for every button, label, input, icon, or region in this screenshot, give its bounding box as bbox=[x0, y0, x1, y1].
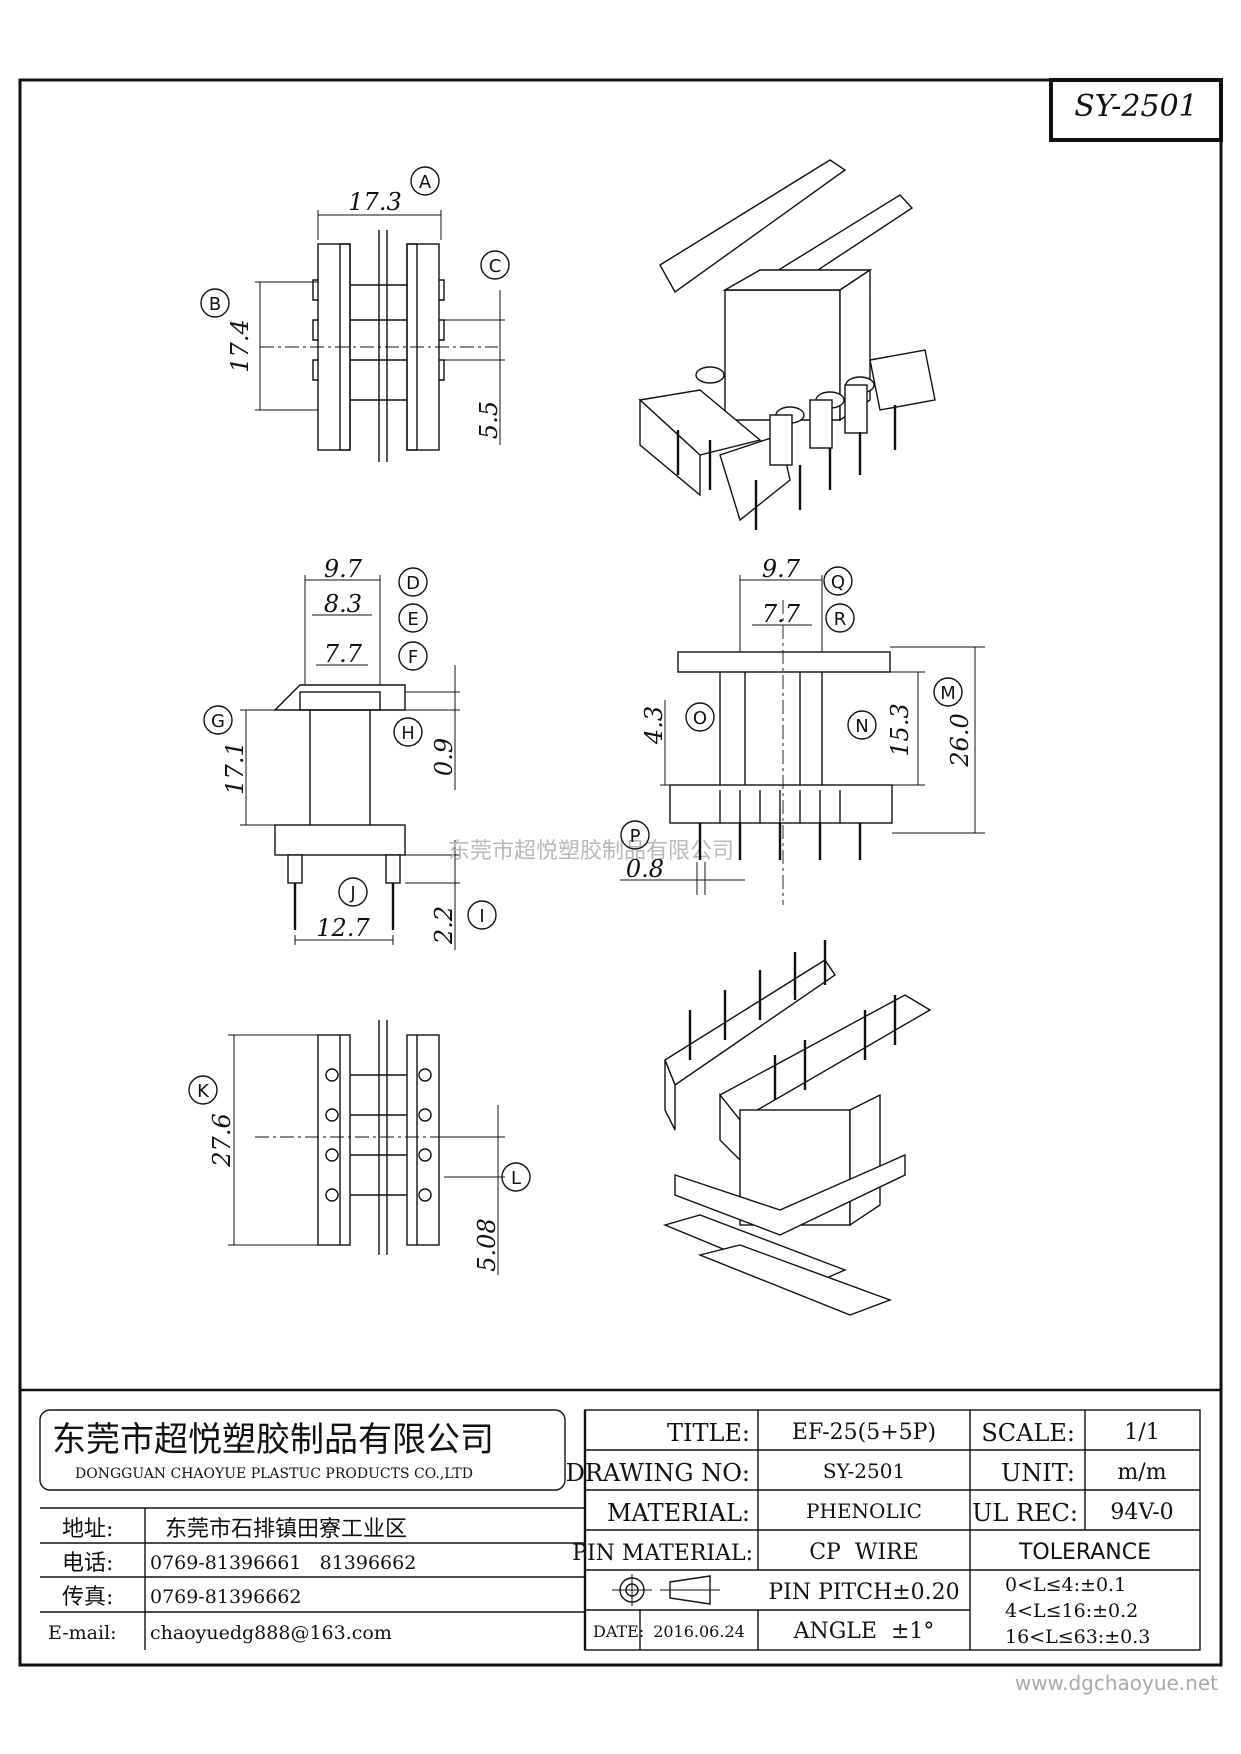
part-number: SY-2501 bbox=[1074, 89, 1198, 124]
address: 东莞市石排镇田寮工业区 bbox=[165, 1517, 407, 1542]
tolerance-row-3: 16<L≤63:±0.3 bbox=[1005, 1626, 1150, 1648]
dim-i-text: 2.2 bbox=[430, 906, 458, 945]
pin-pitch: PIN PITCH±0.20 bbox=[768, 1580, 959, 1605]
company-name-cn: 东莞市超悦塑胶制品有限公司 bbox=[52, 1420, 494, 1460]
callout-f: F bbox=[408, 647, 418, 668]
dim-r-text: 7.7 bbox=[762, 600, 801, 628]
dim-e-text: 8.3 bbox=[324, 590, 362, 618]
callout-k: K bbox=[197, 1081, 210, 1102]
dim-a-text: 17.3 bbox=[348, 188, 401, 216]
iso-view-bottom bbox=[662, 940, 932, 1316]
ul-value: 94V-0 bbox=[1110, 1500, 1173, 1525]
phone: 0769-81396661 81396662 bbox=[150, 1552, 416, 1574]
pin-material-value: CP WIRE bbox=[809, 1540, 919, 1565]
date-label: DATE: bbox=[593, 1622, 644, 1641]
callout-n: N bbox=[855, 716, 868, 737]
dim-j-text: 12.7 bbox=[316, 914, 370, 942]
material-label: MATERIAL: bbox=[607, 1499, 750, 1527]
callout-c: C bbox=[489, 256, 502, 277]
dim-h-text: 0.9 bbox=[430, 738, 458, 776]
watermark: 东莞市超悦塑胶制品有限公司 bbox=[448, 839, 734, 864]
dim-d-text: 9.7 bbox=[324, 555, 363, 583]
title-label: TITLE: bbox=[667, 1419, 750, 1447]
scale-value: 1/1 bbox=[1124, 1420, 1159, 1445]
dim-m-text: 26.0 bbox=[946, 713, 974, 767]
iso-view-top bbox=[638, 159, 936, 530]
front-view: 9.7 D 8.3 E 7.7 F 17.1 G 0.9 H 2.2 I 12.… bbox=[203, 555, 497, 950]
scale-label: SCALE: bbox=[981, 1419, 1075, 1447]
callout-o: O bbox=[693, 708, 707, 729]
phone-label: 电话: bbox=[62, 1551, 113, 1576]
dim-o-text: 4.3 bbox=[640, 706, 668, 745]
dim-k-text: 27.6 bbox=[208, 1113, 236, 1167]
callout-q: Q bbox=[831, 572, 845, 593]
ul-label: UL REC: bbox=[972, 1499, 1078, 1527]
address-label: 地址: bbox=[62, 1517, 113, 1542]
title-value: EF-25(5+5P) bbox=[792, 1420, 936, 1445]
callout-h: H bbox=[401, 723, 415, 744]
tolerance-row-1: 0<L≤4:±0.1 bbox=[1005, 1574, 1126, 1596]
tolerance-label: TOLERANCE bbox=[1018, 1540, 1151, 1565]
drawing-no-label: DRAWING NO: bbox=[566, 1459, 750, 1487]
callout-a: A bbox=[419, 172, 432, 193]
dim-b-text: 17.4 bbox=[226, 319, 254, 372]
callout-b: B bbox=[209, 294, 221, 315]
dim-f-text: 7.7 bbox=[324, 640, 363, 668]
projection-symbol-icon bbox=[612, 1574, 720, 1606]
email: chaoyuedg888@163.com bbox=[150, 1622, 392, 1644]
dim-n-text: 15.3 bbox=[886, 703, 914, 756]
top-view: 17.3 A 17.4 B 5.5 C bbox=[200, 166, 510, 462]
part-number-box bbox=[1049, 78, 1223, 142]
date-value: 2016.06.24 bbox=[653, 1622, 745, 1641]
dim-l-text: 5.08 bbox=[473, 1218, 501, 1271]
callout-l: L bbox=[511, 1168, 521, 1189]
callout-g: G bbox=[211, 711, 225, 732]
callout-d: D bbox=[406, 573, 420, 594]
dim-p-text: 0.8 bbox=[626, 855, 664, 883]
callout-e: E bbox=[407, 609, 418, 630]
company-name-en: DONGGUAN CHAOYUE PLASTUC PRODUCTS CO.,LT… bbox=[75, 1466, 473, 1482]
callout-p: P bbox=[630, 826, 641, 847]
side-view: 9.7 Q 7.7 R 26.0 M 15.3 N 4.3 O 0.8 P bbox=[620, 555, 985, 905]
fax-label: 传真: bbox=[62, 1585, 113, 1610]
dim-g-text: 17.1 bbox=[221, 741, 249, 794]
bottom-view: 27.6 K 5.08 L bbox=[188, 1020, 531, 1275]
material-value: PHENOLIC bbox=[806, 1499, 922, 1523]
website: www.dgchaoyue.net bbox=[1015, 1671, 1218, 1695]
title-block: 东莞市超悦塑胶制品有限公司 DONGGUAN CHAOYUE PLASTUC P… bbox=[20, 1388, 1221, 1651]
tolerance-row-2: 4<L≤16:±0.2 bbox=[1005, 1600, 1138, 1622]
fax: 0769-81396662 bbox=[150, 1586, 301, 1608]
angle: ANGLE ±1° bbox=[793, 1619, 935, 1644]
pin-material-label: PIN MATERIAL: bbox=[572, 1541, 753, 1566]
sheet-border bbox=[18, 78, 1223, 1667]
callout-j: J bbox=[349, 883, 355, 904]
unit-label: UNIT: bbox=[1001, 1459, 1075, 1487]
dim-c-text: 5.5 bbox=[475, 401, 503, 439]
drawing-no-value: SY-2501 bbox=[823, 1459, 905, 1483]
callout-i: I bbox=[479, 906, 484, 927]
callout-m: M bbox=[940, 683, 956, 704]
dim-q-text: 9.7 bbox=[762, 555, 801, 583]
email-label: E-mail: bbox=[48, 1622, 117, 1644]
callout-r: R bbox=[834, 609, 847, 630]
unit-value: m/m bbox=[1117, 1460, 1166, 1485]
